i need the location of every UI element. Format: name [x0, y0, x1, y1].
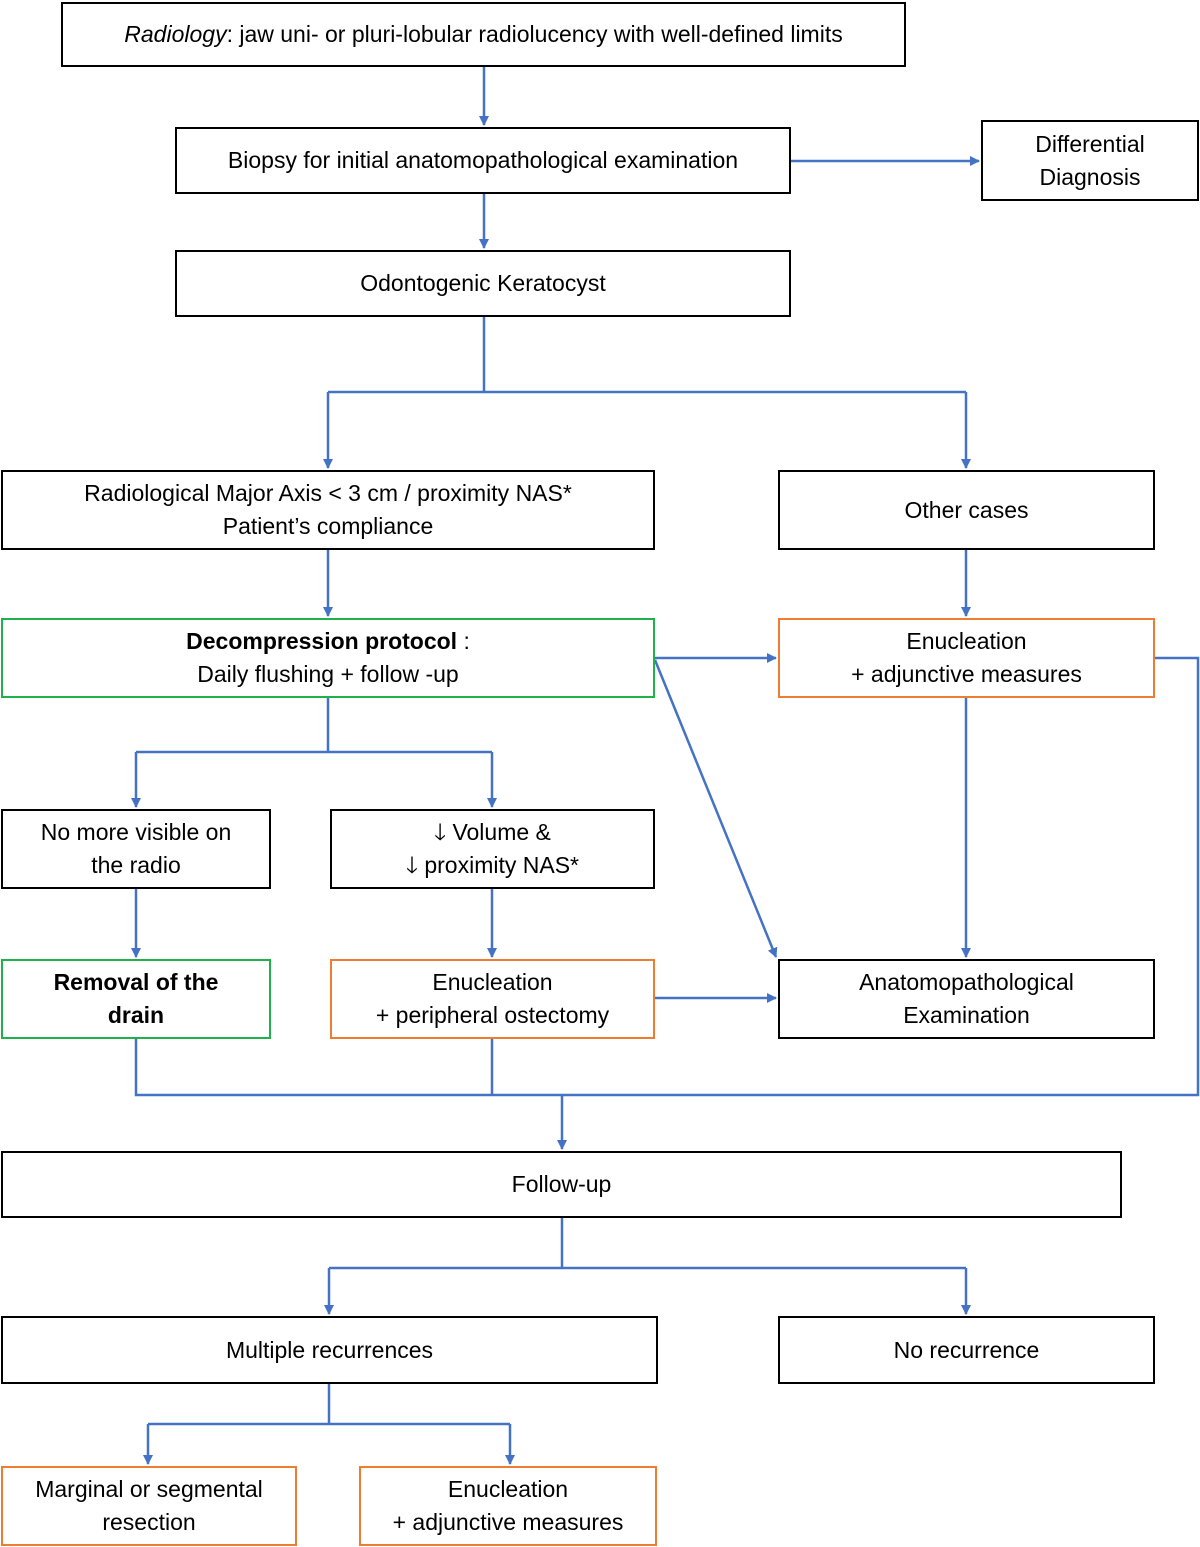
anatomo-label-line1: Anatomopathological	[859, 969, 1074, 995]
follow-up-label: Follow-up	[511, 1171, 612, 1197]
radiology-box: Radiology: jaw uni- or pluri-lobular rad…	[61, 2, 906, 67]
odontogenic-keratocyst-box: Odontogenic Keratocyst	[175, 250, 791, 317]
differential-diagnosis-box: Differential Diagnosis	[981, 120, 1199, 201]
resection-label-line1: Marginal or segmental	[35, 1476, 263, 1502]
radiology-text: Radiology: jaw uni- or pluri-lobular rad…	[124, 18, 842, 51]
criteria-label-line2: Patient’s compliance	[222, 513, 434, 539]
decompression-protocol-box: Decompression protocol : Daily flushing …	[1, 618, 655, 698]
biopsy-box: Biopsy for initial anatomopathological e…	[175, 127, 791, 194]
decompression-label-rest: :	[457, 628, 470, 654]
other-cases-box: Other cases	[778, 470, 1155, 550]
connector-okc-split	[328, 316, 966, 394]
other-cases-label: Other cases	[904, 496, 1029, 523]
volume-reduction-box: 🡓 Volume & 🡓 proximity NAS*	[330, 809, 655, 889]
removal-label-line2: drain	[107, 1002, 165, 1028]
no-recurrence-label: No recurrence	[893, 1336, 1040, 1363]
differential-label-line1: Differential	[1035, 130, 1145, 157]
enucleation-bottom-label-line2: + adjunctive measures	[392, 1509, 624, 1535]
connector-removal-merge	[134, 1039, 562, 1097]
radiology-label-rest: : jaw uni- or pluri-lobular radiolucency…	[226, 21, 843, 47]
decompression-label-line2: Daily flushing + follow -up	[197, 661, 459, 687]
connector-enucleation-followup-loop	[562, 656, 1200, 1097]
no-more-visible-label-line1: No more visible on	[40, 819, 232, 845]
connector-decompression-split	[136, 697, 492, 754]
removal-label-line1: Removal of the	[53, 969, 219, 995]
criteria-label-line1: Radiological Major Axis < 3 cm / proximi…	[84, 480, 572, 506]
enucleation-adjunctive-box-top: Enucleation + adjunctive measures	[778, 618, 1155, 698]
enucleation-adjunctive-box-bottom: Enucleation + adjunctive measures	[359, 1466, 657, 1546]
follow-up-box: Follow-up	[1, 1151, 1122, 1218]
removal-of-drain-box: Removal of the drain	[1, 959, 271, 1039]
enucleation-mid-label-line2: + peripheral ostectomy	[375, 1002, 610, 1028]
enucleation-bottom-label-line1: Enucleation	[447, 1476, 569, 1502]
enucleation-top-label-line2: + adjunctive measures	[851, 661, 1082, 687]
no-more-visible-box: No more visible on the radio	[1, 809, 271, 889]
criteria-box: Radiological Major Axis < 3 cm / proximi…	[1, 470, 655, 550]
connector-multiple-split	[148, 1384, 510, 1426]
anatomopathological-examination-box: Anatomopathological Examination	[778, 959, 1155, 1039]
resection-box: Marginal or segmental resection	[1, 1466, 297, 1546]
no-recurrence-box: No recurrence	[778, 1316, 1155, 1384]
multiple-recurrences-label: Multiple recurrences	[225, 1336, 434, 1363]
resection-label-line2: resection	[102, 1509, 196, 1535]
enucleation-top-label-line1: Enucleation	[906, 628, 1027, 654]
connector-decompression-anatomo	[653, 659, 778, 958]
volume-label-line2: 🡓 proximity NAS*	[406, 852, 579, 878]
no-more-visible-label-line2: the radio	[91, 852, 181, 878]
differential-label-line2: Diagnosis	[1039, 163, 1141, 190]
multiple-recurrences-box: Multiple recurrences	[1, 1316, 658, 1384]
radiology-label-italic: Radiology	[124, 21, 227, 47]
biopsy-label: Biopsy for initial anatomopathological e…	[227, 147, 739, 173]
enucleation-mid-label-line1: Enucleation	[432, 969, 553, 995]
decompression-label-bold: Decompression protocol	[186, 628, 458, 654]
connector-followup-split	[329, 1217, 966, 1270]
enucleation-ostectomy-box: Enucleation + peripheral ostectomy	[330, 959, 655, 1039]
okc-label: Odontogenic Keratocyst	[360, 270, 606, 296]
volume-label-line1: 🡓 Volume &	[434, 819, 551, 845]
decompression-text: Decompression protocol :	[186, 625, 470, 658]
anatomo-label-line2: Examination	[903, 1002, 1030, 1028]
